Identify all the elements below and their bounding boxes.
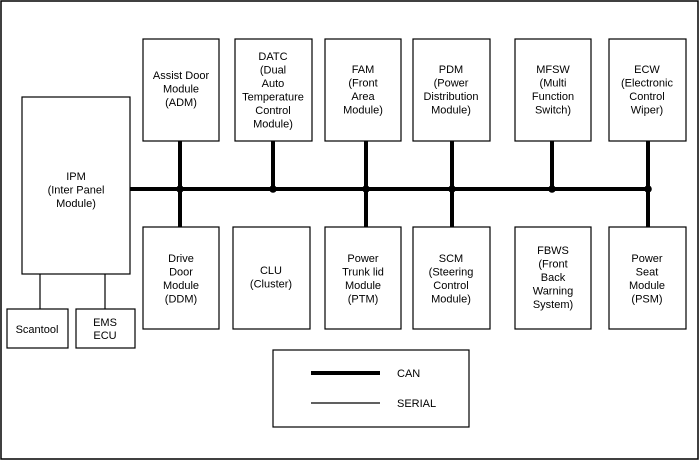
label-line: (Electronic: [621, 78, 673, 90]
label-line: PDM: [439, 64, 463, 76]
label-line: Warning: [533, 286, 574, 298]
label-line: Module): [343, 105, 383, 117]
mfsw-box: [514, 38, 592, 142]
label-line: Drive: [168, 253, 194, 265]
label-line: FBWS: [537, 245, 569, 257]
junction-dot: [548, 185, 556, 193]
label-line: Module: [163, 84, 199, 96]
junction-dot: [176, 185, 184, 193]
label-line: Distribution: [423, 91, 478, 103]
label-line: SCM: [439, 253, 463, 265]
label-line: Door: [169, 267, 193, 279]
adm-box: [142, 38, 220, 142]
legend-can-label: CAN: [397, 368, 420, 380]
label-line: ECU: [93, 330, 116, 342]
label-line: (Multi: [540, 78, 567, 90]
label-line: Seat: [636, 267, 659, 279]
fam-box: [324, 38, 402, 142]
scantool-box: [6, 308, 69, 349]
label-line: (Front: [348, 78, 377, 90]
junction-dot: [644, 185, 652, 193]
label-line: System): [533, 299, 573, 311]
label-line: Module): [431, 105, 471, 117]
label-line: Module: [345, 280, 381, 292]
label-line: Module): [431, 294, 471, 306]
junction-dot: [269, 185, 277, 193]
junction-dot: [362, 185, 370, 193]
label-line: Module): [56, 198, 96, 210]
clu-box: [232, 226, 311, 330]
label-line: (Inter Panel: [48, 185, 105, 197]
label-line: (Power: [434, 78, 469, 90]
label-line: EMS: [93, 317, 117, 329]
datc-box: [234, 38, 313, 142]
label-line: (ADM): [165, 97, 197, 109]
label-line: DATC: [258, 51, 287, 63]
label-line: Temperature: [242, 92, 304, 104]
ptm-box: [324, 226, 402, 330]
label-line: (DDM): [165, 294, 197, 306]
label-line: Wiper): [631, 105, 663, 117]
label-line: CLU: [260, 265, 282, 277]
label-line: Scantool: [16, 324, 59, 336]
label-line: Control: [255, 105, 290, 117]
label-line: (PSM): [631, 294, 662, 306]
label-line: IPM: [66, 171, 86, 183]
ecw-box: [608, 38, 687, 142]
scm-box: [412, 226, 491, 330]
label-line: Power: [347, 253, 379, 265]
label-line: FAM: [352, 64, 375, 76]
label-line: Trunk lid: [342, 267, 384, 279]
ems-ecu-box: [75, 308, 136, 349]
label-line: Switch): [535, 105, 571, 117]
label-line: MFSW: [536, 64, 570, 76]
label-line: (Cluster): [250, 279, 292, 291]
label-line: Module): [253, 119, 293, 131]
label-line: (Steering: [429, 267, 474, 279]
label-line: Function: [532, 91, 574, 103]
clu-label: CLU (Cluster): [250, 265, 292, 291]
label-line: Back: [541, 272, 566, 284]
junction-dot: [448, 185, 456, 193]
label-line: Assist Door: [153, 70, 210, 82]
scantool-label: Scantool: [16, 324, 59, 336]
label-line: (PTM): [348, 294, 379, 306]
label-line: (Front: [538, 259, 567, 271]
psm-box: [608, 226, 687, 330]
label-line: ECW: [634, 64, 660, 76]
ipm-box: [21, 96, 131, 275]
pdm-box: [412, 38, 491, 142]
fbws-box: [514, 226, 592, 330]
legend: CAN SERIAL: [272, 349, 470, 428]
label-line: Control: [629, 91, 664, 103]
label-line: Power: [631, 253, 663, 265]
label-line: Module: [163, 280, 199, 292]
label-line: (Dual: [260, 65, 286, 77]
label-line: Area: [351, 91, 375, 103]
label-line: Auto: [262, 78, 285, 90]
label-line: Control: [433, 280, 468, 292]
legend-box: [272, 349, 470, 428]
ddm-box: [142, 226, 220, 330]
label-line: Module: [629, 280, 665, 292]
legend-serial-label: SERIAL: [397, 398, 436, 410]
